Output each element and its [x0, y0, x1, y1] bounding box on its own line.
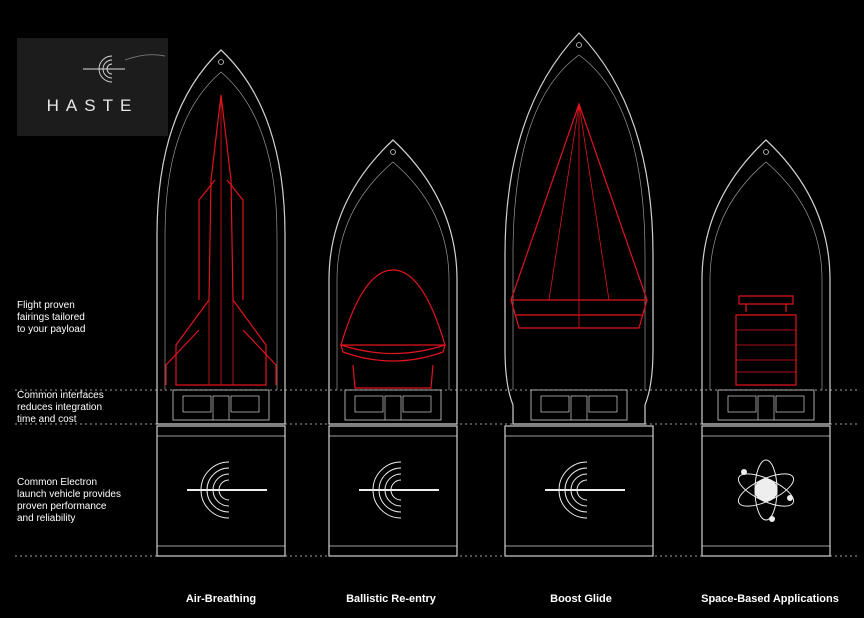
adapter-post — [570, 395, 588, 420]
adapter-post — [384, 395, 402, 420]
capsule-body — [340, 269, 446, 346]
reentry-capsule-icon — [340, 269, 446, 389]
rocket-3 — [701, 139, 831, 557]
fairing-outline — [328, 139, 458, 425]
glide-cone-icon — [510, 102, 648, 329]
adapter-box-left — [540, 395, 570, 413]
trajectory-rings-icon — [187, 461, 267, 519]
rocket-0 — [156, 49, 286, 557]
label-air-breathing: Air-Breathing — [185, 593, 257, 605]
electron-stage — [701, 425, 831, 557]
haste-logo: HASTE — [17, 38, 168, 136]
fairing-liner — [512, 54, 646, 390]
payload-adapter — [172, 389, 270, 421]
heat-shield — [340, 344, 446, 362]
tip-port — [576, 42, 582, 48]
adapter-box-left — [727, 395, 757, 413]
electron-stage — [156, 425, 286, 557]
adapter-box-right — [402, 395, 432, 413]
solar-panel — [738, 295, 794, 305]
vehicle-wings — [165, 329, 277, 385]
fairing-liner — [164, 71, 278, 390]
label-boost-glide: Boost Glide — [550, 593, 612, 605]
label-fairings: Flight proven fairings tailored to your … — [17, 300, 86, 335]
satellite-bus — [735, 314, 797, 386]
tip-port — [763, 149, 769, 155]
electron-dot — [769, 516, 775, 522]
label-interfaces: Common interfaces reduces integration ti… — [17, 390, 104, 425]
rocket-1 — [328, 139, 458, 557]
adapter-box-left — [182, 395, 212, 413]
vehicle-panels — [208, 100, 234, 385]
capsule-adapter — [352, 364, 434, 389]
trajectory-rings-icon — [545, 461, 625, 519]
label-space-based: Space-Based Applications — [701, 593, 839, 605]
orbit — [737, 473, 795, 507]
satellite-payload-icon — [735, 295, 797, 386]
trajectory-rings-icon — [359, 461, 439, 519]
globe — [754, 478, 778, 502]
electron-stage — [504, 425, 654, 557]
air-breathing-vehicle-icon — [165, 94, 277, 386]
electron-dot — [787, 495, 793, 501]
fairing-outline — [504, 32, 654, 425]
orbit — [737, 473, 795, 507]
orbit — [754, 459, 778, 521]
cone-ribs — [548, 103, 610, 328]
adapter-box-left — [354, 395, 384, 413]
panel-struts — [745, 304, 787, 312]
electron-dot — [741, 469, 747, 475]
adapter-box-right — [775, 395, 805, 413]
payload-adapter — [344, 389, 442, 421]
payload-adapter — [717, 389, 815, 421]
trajectory-rings-icon — [83, 54, 166, 83]
fairing-liner — [336, 161, 450, 390]
cone-base — [510, 299, 648, 329]
atom-globe-icon — [737, 459, 795, 522]
vehicle-inlets — [198, 179, 244, 300]
logo-wordmark: HASTE — [46, 96, 139, 115]
adapter-box-right — [588, 395, 618, 413]
tip-port — [218, 59, 224, 65]
adapter-box-right — [230, 395, 260, 413]
payload-adapter — [530, 389, 628, 421]
label-ballistic-reentry: Ballistic Re-entry — [346, 593, 436, 605]
fairing-liner — [709, 161, 823, 390]
fairing-outline — [701, 139, 831, 425]
tip-port — [390, 149, 396, 155]
adapter-post — [757, 395, 775, 420]
rocket-2 — [504, 32, 654, 557]
adapter-post — [212, 395, 230, 420]
electron-stage — [328, 425, 458, 557]
fairing-outline — [156, 49, 286, 425]
label-electron: Common Electron launch vehicle provides … — [17, 477, 121, 524]
